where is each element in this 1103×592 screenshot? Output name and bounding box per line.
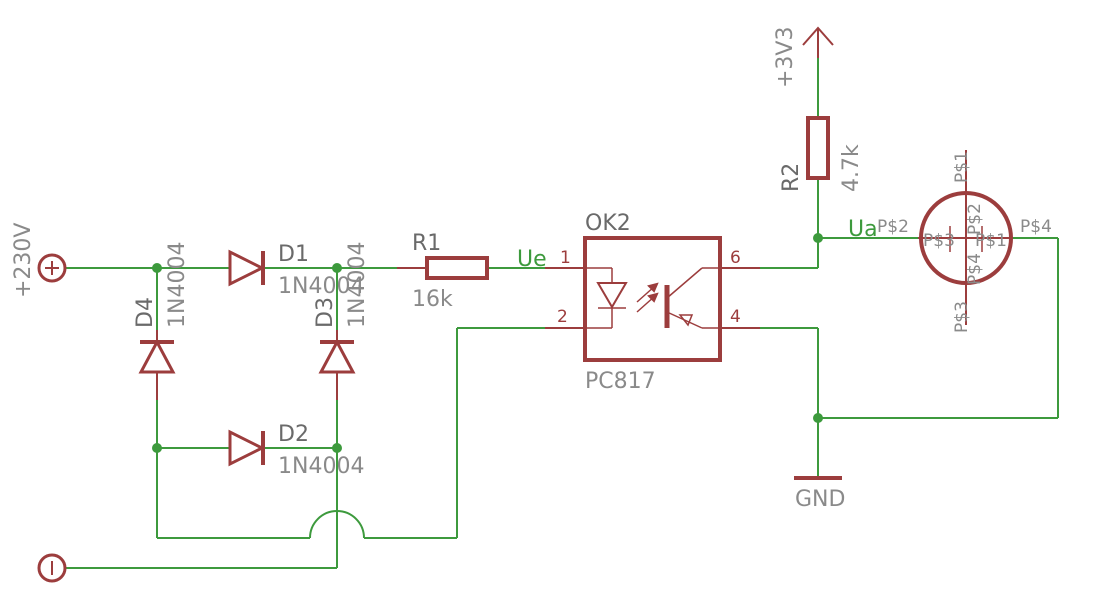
junction-dot [813,233,823,243]
optocoupler-ok2: OK2 PC817 1 2 6 4 [545,211,760,394]
connector-4pin: P$1 P$2 P$4 P$3 P$3 P$1 P$2 P$4 [877,150,1052,333]
value-d2: 1N4004 [278,454,364,479]
value-r1: 16k [412,287,453,312]
junction-dot [152,263,162,273]
diode-triangle [228,429,266,467]
terminal-circle [37,553,67,583]
supply-3v3: +3V3 [773,26,834,88]
supply-gnd: GND [794,476,845,512]
value-ok2: PC817 [585,369,656,394]
diode-d4: D4 1N4004 [133,242,190,400]
connector-inner-p2: P$2 [965,203,985,235]
label-d2: D2 [278,422,309,447]
pin-6-label: 6 [730,248,741,268]
diode-d3: D3 1N4004 [313,242,370,400]
pin-2-label: 2 [557,307,568,327]
wire-crossover [309,510,365,539]
diode-triangle [318,338,356,374]
connector-label-p3-bottom: P$3 [952,301,972,333]
transistor-collector [666,267,703,299]
net-label-ua: Ua [848,217,878,242]
label-d3: D3 [313,297,338,328]
diode-d1: D1 1N4004 [228,242,364,299]
junction-dot [332,263,342,273]
resistor-body [806,116,830,180]
label-r1: R1 [412,231,441,256]
terminal-circle [37,253,67,283]
label-gnd: GND [795,487,845,512]
light-arrow-icon [647,282,659,293]
label-r2: R2 [779,163,804,192]
arrow-up-icon [802,26,834,46]
junction-dot [813,413,823,423]
diode-d2: D2 1N4004 [228,422,364,479]
resistor-r2: R2 4.7k [779,116,864,192]
connector-label-p2: P$2 [877,217,909,237]
diode-triangle [138,338,176,374]
label-230v: +230V [11,223,36,298]
emitter-arrow-icon [678,314,694,327]
connector-label-p1-top: P$1 [952,151,972,183]
pin-4-label: 4 [730,307,741,327]
resistor-body [425,256,489,280]
connector-label-p4: P$4 [1020,217,1052,237]
pin-1-label: 1 [560,248,571,268]
junctions [152,233,823,453]
connector-inner-p4: P$4 [965,253,985,285]
optocoupler-body [583,236,722,362]
terminal-neutral [37,553,67,583]
net-label-ue: Ue [517,247,547,272]
diode-triangle [228,249,266,287]
value-d1: 1N4004 [278,274,364,299]
wires [66,58,1059,569]
value-r2: 4.7k [839,144,864,192]
light-arrow-icon [647,292,659,303]
resistor-r1: R1 16k [397,231,489,312]
junction-dot [332,443,342,453]
terminal-230v: +230V [11,223,67,298]
connector-inner-p3: P$3 [923,231,955,251]
value-d3: 1N4004 [345,242,370,328]
label-d1: D1 [278,242,309,267]
led-triangle [596,282,628,309]
value-d4: 1N4004 [165,242,190,328]
label-3v3: +3V3 [773,27,798,88]
junction-dot [152,443,162,453]
label-ok2: OK2 [585,211,631,236]
label-d4: D4 [133,297,158,328]
connector-inner-p1: P$1 [975,231,1007,251]
